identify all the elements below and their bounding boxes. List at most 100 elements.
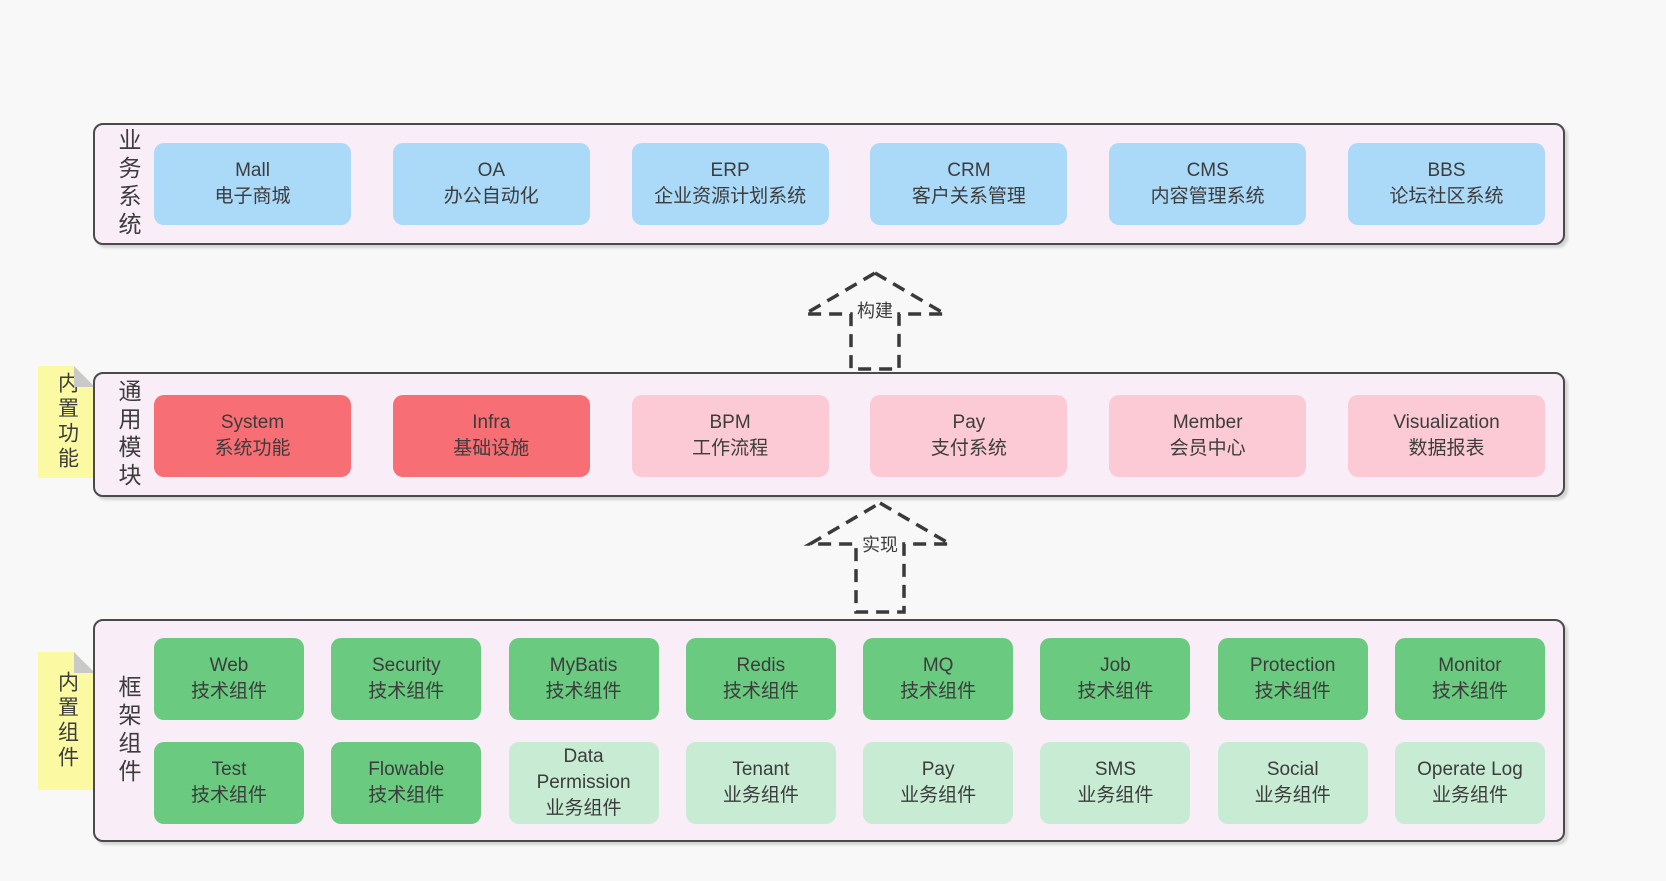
layer-title: 框架组件 xyxy=(115,674,141,787)
box-title: MyBatis xyxy=(549,655,618,676)
box-bpm: BPM 工作流程 xyxy=(631,395,829,477)
box-title: Redis xyxy=(736,655,786,676)
box-subtitle: 技术组件 xyxy=(900,681,977,702)
box-subtitle: 会员中心 xyxy=(1169,438,1246,459)
box-subtitle: 论坛社区系统 xyxy=(1389,186,1504,207)
layer-title: 通用模块 xyxy=(115,378,141,491)
box-mall: Mall 电子商城 xyxy=(154,143,351,225)
box-security: Security 技术组件 xyxy=(331,638,482,720)
box-title: Job xyxy=(1100,655,1131,676)
box-social: Social 业务组件 xyxy=(1217,742,1368,824)
build-arrow-icon xyxy=(798,270,952,371)
components-row-1: Web 技术组件 Security 技术组件 MyBatis 技术组件 Redi… xyxy=(154,638,1545,720)
box-test: Test 技术组件 xyxy=(154,742,304,824)
box-erp: ERP 企业资源计划系统 xyxy=(631,143,829,225)
box-subtitle: 业务组件 xyxy=(1431,785,1508,806)
box-pay-component: Pay 业务组件 xyxy=(863,742,1014,824)
sticky-note-label: 内置组件 xyxy=(55,671,79,771)
box-data-permission: Data Permission 业务组件 xyxy=(508,742,659,824)
box-subtitle: 技术组件 xyxy=(1254,681,1331,702)
box-flowable: Flowable 技术组件 xyxy=(331,742,482,824)
sticky-note-built-in-features: 内置功能 xyxy=(38,366,95,478)
business-boxes-row: Mall 电子商城 OA 办公自动化 ERP 企业资源计划系统 CRM 客户关系… xyxy=(154,143,1545,225)
box-visualization: Visualization 数据报表 xyxy=(1347,395,1545,477)
box-protection: Protection 技术组件 xyxy=(1217,638,1368,720)
box-subtitle: 技术组件 xyxy=(545,681,622,702)
box-title: Social xyxy=(1266,759,1319,780)
box-pay-system: Pay 支付系统 xyxy=(870,395,1068,477)
box-title: Data Permission xyxy=(536,746,631,793)
box-subtitle: 技术组件 xyxy=(190,681,267,702)
box-subtitle: 内容管理系统 xyxy=(1150,186,1265,207)
box-title: System xyxy=(220,412,285,433)
box-title: Security xyxy=(371,655,441,676)
sticky-note-built-in-components: 内置组件 xyxy=(38,652,95,790)
box-member: Member 会员中心 xyxy=(1109,395,1307,477)
box-redis: Redis 技术组件 xyxy=(685,638,836,720)
box-subtitle: 技术组件 xyxy=(1077,681,1154,702)
business-systems-layer: 业务系统 Mall 电子商城 OA 办公自动化 ERP 企业资源计划系统 CRM… xyxy=(93,123,1565,245)
box-operate-log: Operate Log 业务组件 xyxy=(1394,742,1545,824)
box-subtitle: 基础设施 xyxy=(453,438,530,459)
box-title: Protection xyxy=(1249,655,1336,676)
box-subtitle: 业务组件 xyxy=(900,785,977,806)
components-row-2: Test 技术组件 Flowable 技术组件 Data Permission … xyxy=(154,742,1545,824)
box-title: Member xyxy=(1172,412,1243,433)
box-title: SMS xyxy=(1094,759,1136,780)
box-subtitle: 数据报表 xyxy=(1408,438,1485,459)
box-subtitle: 办公自动化 xyxy=(443,186,539,207)
box-title: Monitor xyxy=(1438,655,1502,676)
box-mybatis: MyBatis 技术组件 xyxy=(508,638,659,720)
box-title: Tenant xyxy=(732,759,790,780)
box-title: Visualization xyxy=(1393,412,1500,433)
implement-arrow-label: 实现 xyxy=(858,530,902,558)
box-infra: Infra 基础设施 xyxy=(392,395,590,477)
implement-arrow-icon xyxy=(803,500,957,614)
box-web: Web 技术组件 xyxy=(154,638,304,720)
box-subtitle: 业务组件 xyxy=(722,785,799,806)
modules-boxes-row: System 系统功能 Infra 基础设施 BPM 工作流程 Pay 支付系统… xyxy=(154,395,1545,477)
box-subtitle: 业务组件 xyxy=(545,798,622,819)
box-title: Flowable xyxy=(368,759,445,780)
box-title: OA xyxy=(477,160,506,181)
box-title: CRM xyxy=(947,160,991,181)
common-modules-layer: 通用模块 System 系统功能 Infra 基础设施 BPM 工作流程 Pay… xyxy=(93,372,1565,497)
box-title: MQ xyxy=(922,655,954,676)
box-subtitle: 技术组件 xyxy=(722,681,799,702)
box-tenant: Tenant 业务组件 xyxy=(685,742,836,824)
folded-corner-icon xyxy=(74,366,95,387)
box-title: Operate Log xyxy=(1417,759,1523,780)
box-subtitle: 技术组件 xyxy=(1431,681,1508,702)
layer-title: 业务系统 xyxy=(115,128,141,240)
box-title: BPM xyxy=(709,412,751,433)
box-mq: MQ 技术组件 xyxy=(863,638,1014,720)
box-cms: CMS 内容管理系统 xyxy=(1109,143,1307,225)
box-subtitle: 电子商城 xyxy=(214,186,291,207)
box-subtitle: 业务组件 xyxy=(1077,785,1154,806)
box-subtitle: 系统功能 xyxy=(214,438,291,459)
box-system: System 系统功能 xyxy=(154,395,351,477)
box-title: Infra xyxy=(472,412,511,433)
box-subtitle: 客户关系管理 xyxy=(911,186,1026,207)
sticky-note-label: 内置功能 xyxy=(55,372,79,472)
box-subtitle: 技术组件 xyxy=(368,681,445,702)
box-bbs: BBS 论坛社区系统 xyxy=(1347,143,1545,225)
box-oa: OA 办公自动化 xyxy=(392,143,590,225)
box-subtitle: 业务组件 xyxy=(1254,785,1331,806)
box-monitor: Monitor 技术组件 xyxy=(1394,638,1545,720)
folded-corner-icon xyxy=(74,652,95,673)
box-subtitle: 技术组件 xyxy=(190,785,267,806)
build-arrow-label: 构建 xyxy=(853,296,897,324)
box-crm: CRM 客户关系管理 xyxy=(870,143,1068,225)
box-title: BBS xyxy=(1427,160,1466,181)
box-subtitle: 企业资源计划系统 xyxy=(654,186,807,207)
box-title: Pay xyxy=(921,759,955,780)
framework-components-layer: 框架组件 Web 技术组件 Security 技术组件 MyBatis 技术组件… xyxy=(93,619,1565,842)
box-title: CMS xyxy=(1186,160,1229,181)
box-subtitle: 工作流程 xyxy=(692,438,769,459)
box-title: Mall xyxy=(235,160,270,181)
box-title: Pay xyxy=(952,412,986,433)
box-subtitle: 支付系统 xyxy=(930,438,1007,459)
box-job: Job 技术组件 xyxy=(1040,638,1191,720)
